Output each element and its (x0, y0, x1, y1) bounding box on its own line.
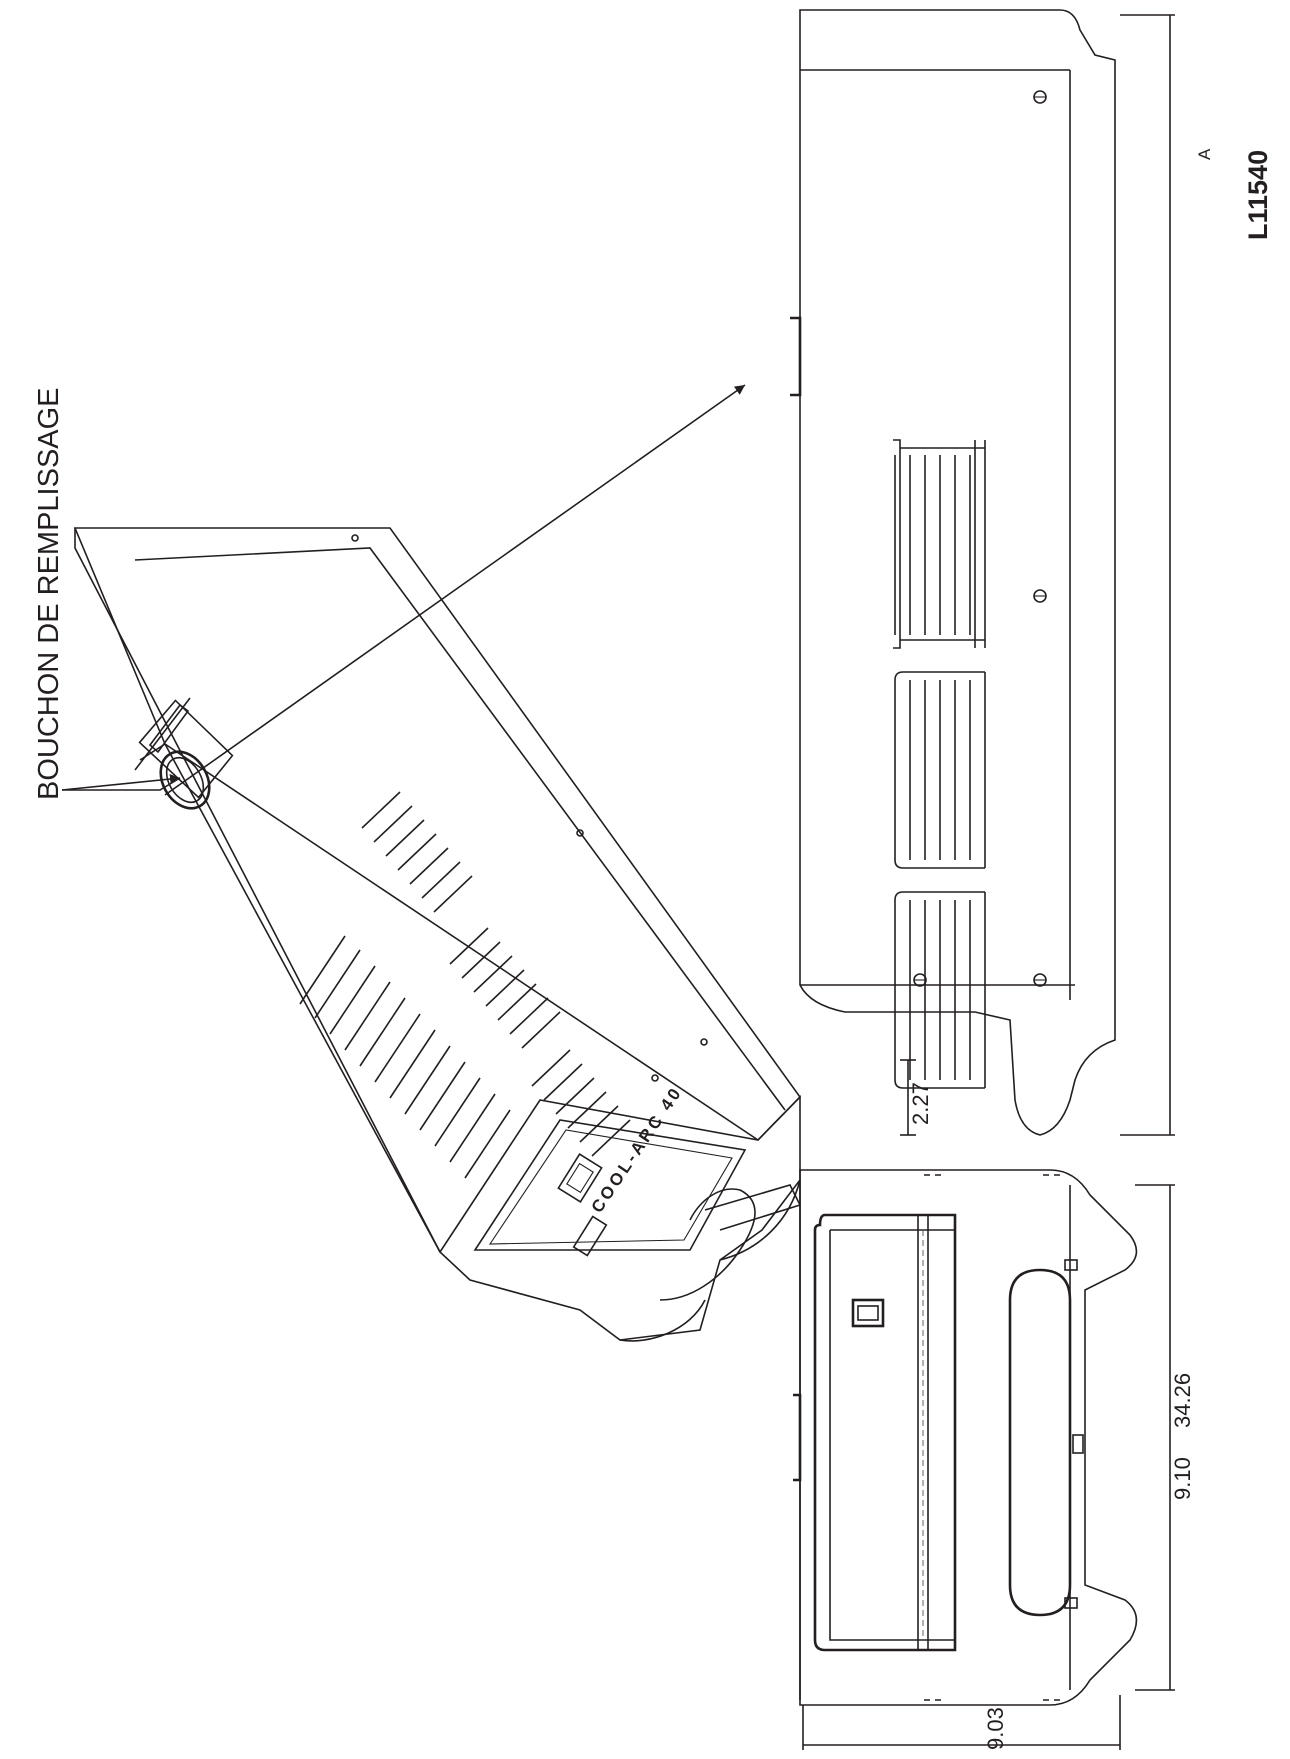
figure-number: L11540 (1243, 150, 1273, 240)
top-vent-2 (449, 927, 561, 1049)
dimension-length: 34.26 (1170, 1373, 1195, 1428)
side-vent-group-3 (894, 891, 986, 1089)
fill-cap-callout (61, 384, 746, 796)
side-view (790, 9, 1175, 1136)
side-screws (913, 90, 1047, 987)
dimension-width: 9.10 (1170, 1457, 1195, 1500)
revision-letter: A (1195, 148, 1214, 160)
side-vent-group-2 (894, 671, 986, 869)
isometric-view (73, 527, 802, 1342)
labels: BOUCHON DE REMPLISSAGE COOL-ARC 40 2.27 … (33, 148, 1273, 1750)
dimension-handle-offset: 2.27 (908, 1082, 933, 1125)
end-view (793, 1169, 1175, 1750)
dimension-height: 9.03 (983, 1707, 1008, 1750)
side-vent-group-1 (893, 439, 986, 649)
front-panel-label: COOL-ARC 40 (588, 1083, 687, 1217)
top-vent-3 (531, 1049, 631, 1157)
side-vent-large (299, 935, 511, 1179)
top-vent-1 (361, 791, 473, 913)
fill-cap-label: BOUCHON DE REMPLISSAGE (33, 387, 65, 800)
